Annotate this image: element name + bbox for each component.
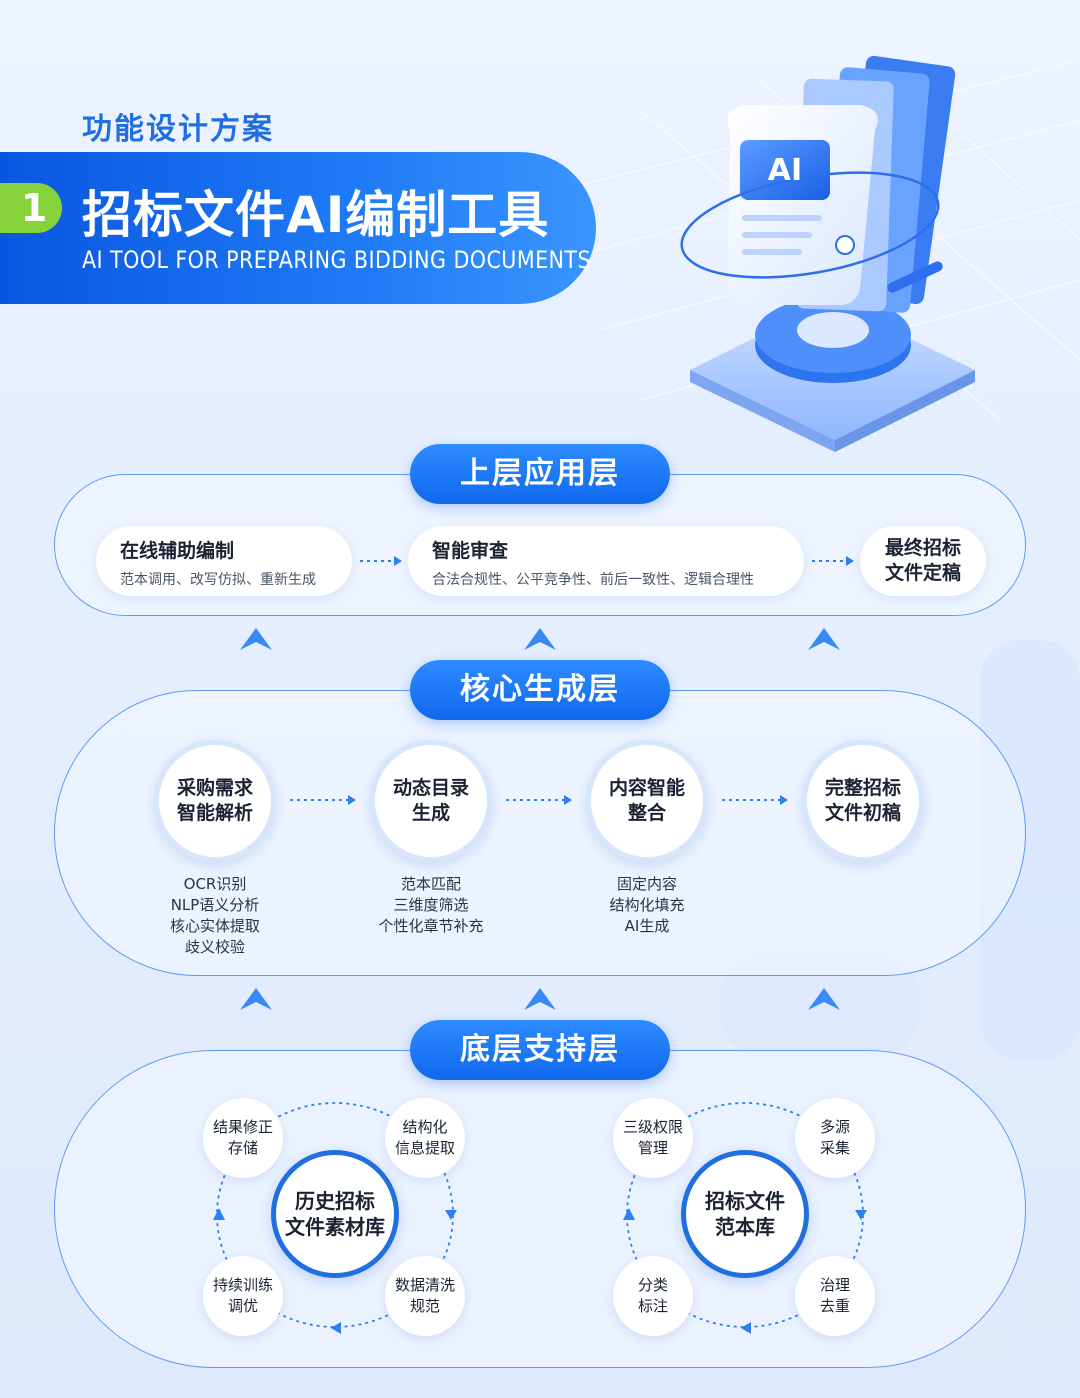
card-title: 智能审查 [432, 540, 509, 562]
step-name-line: 生成 [411, 802, 450, 824]
flow-arrow-icon [360, 556, 402, 566]
core-layer-label: 核心生成层 [410, 660, 670, 720]
note-line: 范本匹配 [400, 875, 461, 893]
final-line-2: 文件定稿 [884, 562, 961, 584]
node-line: 分类 [637, 1276, 668, 1294]
node-governance-dedup[interactable]: 治理去重 [795, 1256, 875, 1336]
note-line: 三维度筛选 [393, 896, 469, 914]
step-complete-draft[interactable]: 完整招标文件初稿 [802, 740, 924, 862]
note-line: 固定内容 [616, 875, 677, 893]
node-line: 信息提取 [394, 1139, 455, 1157]
final-line-1: 最终招标 [884, 537, 961, 559]
ai-badge-text: AI [768, 153, 802, 188]
note-line: OCR识别 [183, 875, 247, 893]
note-line: 结构化填充 [609, 896, 685, 914]
node-line: 数据清洗 [394, 1276, 455, 1294]
center-line: 文件素材库 [285, 1215, 385, 1239]
up-chevron-icon [524, 628, 556, 650]
step-notes: 固定内容 结构化填充 AI生成 [557, 874, 737, 937]
ai-document-illustration [680, 55, 975, 452]
flow-arrow-icon [722, 795, 788, 805]
step-name-line: 整合 [627, 802, 666, 824]
node-line: 存储 [227, 1139, 258, 1157]
card-desc: 范本调用、改写仿拟、重新生成 [120, 572, 316, 588]
template-library[interactable]: 招标文件范本库 [681, 1150, 809, 1278]
step-name-line: 内容智能 [608, 777, 685, 799]
history-material-library[interactable]: 历史招标文件素材库 [271, 1150, 399, 1278]
up-chevron-icon [808, 628, 840, 650]
center-line: 招标文件 [705, 1189, 785, 1213]
flow-arrow-icon [290, 795, 356, 805]
node-line: 结果修正 [212, 1118, 273, 1136]
card-final-document[interactable]: 最终招标 文件定稿 [860, 526, 986, 596]
node-multi-source-collection[interactable]: 多源采集 [795, 1098, 875, 1178]
node-data-cleaning[interactable]: 数据清洗规范 [385, 1256, 465, 1336]
card-title: 在线辅助编制 [120, 540, 235, 562]
section-kicker: 功能设计方案 [82, 112, 274, 147]
flow-arrow-icon [812, 556, 854, 566]
title-band [0, 152, 596, 304]
node-structured-extraction[interactable]: 结构化信息提取 [385, 1098, 465, 1178]
step-notes: 范本匹配 三维度筛选 个性化章节补充 [341, 874, 521, 937]
note-line: 歧义校验 [184, 938, 245, 956]
center-line: 历史招标 [295, 1189, 375, 1213]
node-result-correction[interactable]: 结果修正存储 [203, 1098, 283, 1178]
node-line: 管理 [637, 1139, 668, 1157]
node-line: 标注 [637, 1297, 668, 1315]
card-smart-review[interactable]: 智能审查 合法合规性、公平竞争性、前后一致性、逻辑合理性 [408, 526, 804, 596]
page-title: 招标文件AI编制工具 [82, 186, 550, 244]
step-requirement-parsing[interactable]: 采购需求智能解析 [154, 740, 276, 862]
center-line: 范本库 [715, 1215, 775, 1239]
node-permission-management[interactable]: 三级权限管理 [613, 1098, 693, 1178]
up-chevron-icon [240, 988, 272, 1010]
flow-arrow-icon [506, 795, 572, 805]
bottom-layer-frame [54, 1050, 1026, 1368]
note-line: AI生成 [624, 917, 670, 935]
up-chevron-icon [240, 628, 272, 650]
step-name-line: 智能解析 [176, 802, 253, 824]
node-classification-labeling[interactable]: 分类标注 [613, 1256, 693, 1336]
node-line: 治理 [819, 1276, 850, 1294]
card-online-editing[interactable]: 在线辅助编制 范本调用、改写仿拟、重新生成 [96, 526, 352, 596]
note-line: 个性化章节补充 [378, 917, 484, 935]
step-notes: OCR识别 NLP语义分析 核心实体提取 歧义校验 [125, 874, 305, 958]
node-line: 去重 [819, 1297, 850, 1315]
up-chevron-icon [808, 988, 840, 1010]
node-line: 三级权限 [622, 1118, 683, 1136]
top-layer-label: 上层应用层 [410, 444, 670, 504]
step-content-integration[interactable]: 内容智能整合 [586, 740, 708, 862]
node-line: 采集 [819, 1139, 850, 1157]
step-name-line: 动态目录 [392, 777, 469, 799]
node-line: 持续训练 [212, 1276, 273, 1294]
note-line: NLP语义分析 [170, 896, 260, 914]
node-line: 多源 [819, 1118, 850, 1136]
node-line: 结构化 [402, 1118, 448, 1136]
node-continuous-training[interactable]: 持续训练调优 [203, 1256, 283, 1336]
step-name-line: 文件初稿 [824, 802, 901, 824]
node-line: 规范 [409, 1297, 440, 1315]
step-name-line: 完整招标 [824, 777, 901, 799]
bottom-layer-label: 底层支持层 [410, 1020, 670, 1080]
note-line: 核心实体提取 [169, 917, 260, 935]
card-desc: 合法合规性、公平竞争性、前后一致性、逻辑合理性 [432, 572, 754, 588]
node-line: 调优 [227, 1297, 258, 1315]
step-dynamic-catalog[interactable]: 动态目录生成 [370, 740, 492, 862]
up-chevron-icon [524, 988, 556, 1010]
page-subtitle: AI TOOL FOR PREPARING BIDDING DOCUMENTS [82, 246, 591, 274]
section-number-badge: 1 [0, 183, 62, 233]
step-name-line: 采购需求 [176, 777, 253, 799]
